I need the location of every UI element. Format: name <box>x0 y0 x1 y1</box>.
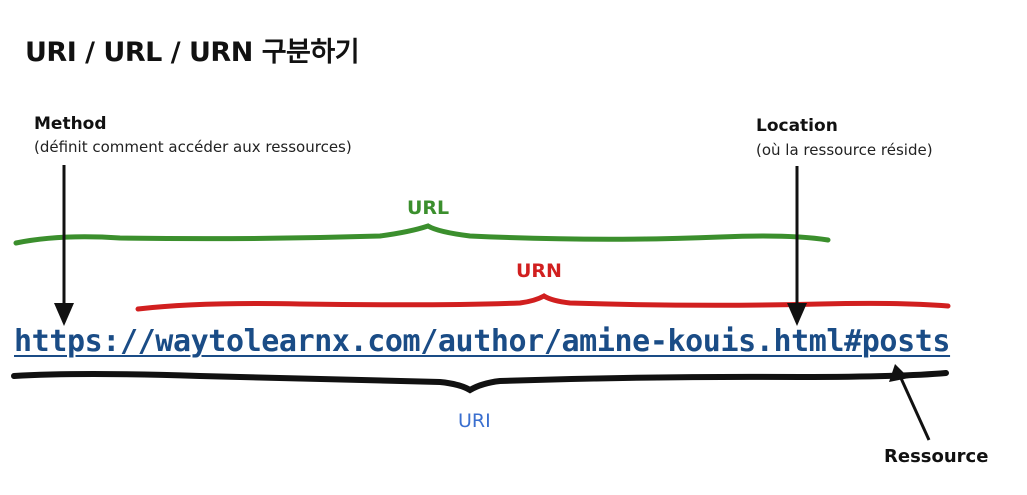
method-arrow-head <box>54 303 74 326</box>
urn-brace-label: URN <box>516 260 562 282</box>
location-description: (où la ressource réside) <box>756 141 933 159</box>
resource-arrow-head <box>889 364 909 382</box>
page-title: URI / URL / URN 구분하기 <box>25 37 360 68</box>
location-arrow-head <box>787 303 807 326</box>
location-label: Location <box>756 116 838 136</box>
uri-brace <box>11 370 949 394</box>
resource-label: Ressource <box>884 446 989 467</box>
url-brace <box>13 223 831 246</box>
method-label: Method <box>34 114 107 134</box>
url-brace-label: URL <box>407 197 450 219</box>
uri-brace-label: URI <box>458 410 491 432</box>
example-url: https://waytolearnx.com/author/amine-kou… <box>14 324 951 359</box>
method-description: (définit comment accéder aux ressources) <box>34 138 352 156</box>
urn-brace <box>135 293 951 312</box>
resource-arrow-shaft <box>898 375 931 441</box>
